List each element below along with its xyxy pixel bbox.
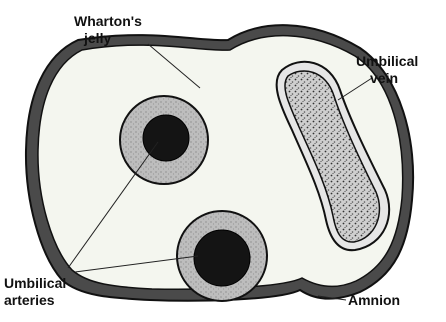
umbilical-artery-lower-lumen	[194, 230, 250, 286]
label-umbilical-arteries: Umbilical arteries	[4, 275, 70, 308]
label-amnion: Amnion	[348, 292, 400, 308]
